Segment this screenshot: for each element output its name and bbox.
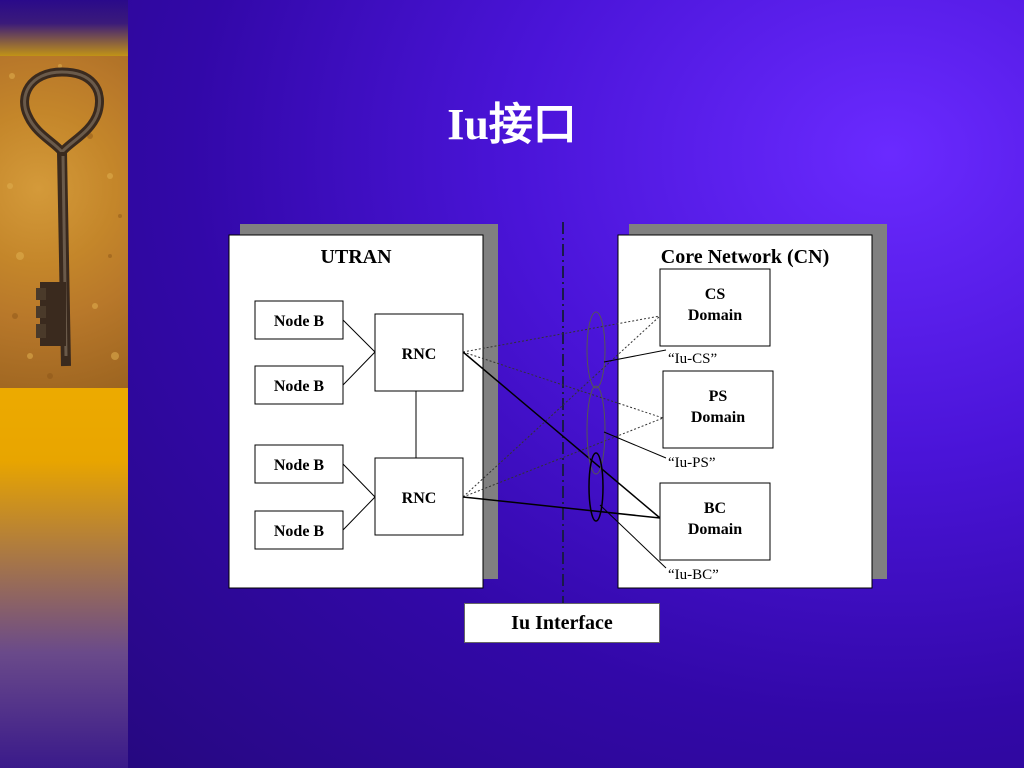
rnc-label: RNC (402, 346, 437, 363)
node-b-label: Node B (274, 457, 325, 474)
node-b-box (254, 510, 344, 550)
iu-ps-label: “Iu-PS” (668, 455, 716, 471)
nodeb-rnc-links (342, 319, 417, 531)
bc-domain-box (659, 482, 771, 561)
slide-title: Iu接口 (447, 100, 577, 149)
node-b-box (254, 444, 344, 484)
bc-domain-line1: BC (704, 500, 726, 517)
rnc-box (374, 313, 464, 392)
bc-links (462, 351, 661, 519)
cn-label: Core Network (CN) (661, 246, 829, 268)
rnc-box (374, 457, 464, 536)
dotted-links (462, 315, 664, 498)
left-bar-top-shade (0, 0, 128, 58)
ps-domain-box (662, 370, 774, 449)
interface-ellipses (586, 311, 606, 522)
cs-domain-line1: CS (705, 286, 726, 303)
utran-label: UTRAN (320, 246, 392, 268)
iu-bc-label: “Iu-BC” (668, 567, 719, 583)
leader-lines (599, 349, 667, 569)
cs-domain-line2: Domain (688, 307, 742, 324)
ps-domain-line1: PS (709, 388, 728, 405)
node-b-label: Node B (274, 313, 325, 330)
node-b-label: Node B (274, 378, 325, 395)
node-b-box (254, 365, 344, 405)
cs-domain-box (659, 268, 771, 347)
key-photo (0, 56, 128, 388)
iu-interface-label: Iu Interface (464, 603, 660, 643)
bc-domain-line2: Domain (688, 521, 742, 538)
ps-domain-line2: Domain (691, 409, 745, 426)
iu-cs-label: “Iu-CS” (668, 351, 717, 367)
key-icon (7, 64, 122, 379)
rnc-label: RNC (402, 490, 437, 507)
node-b-label: Node B (274, 523, 325, 540)
